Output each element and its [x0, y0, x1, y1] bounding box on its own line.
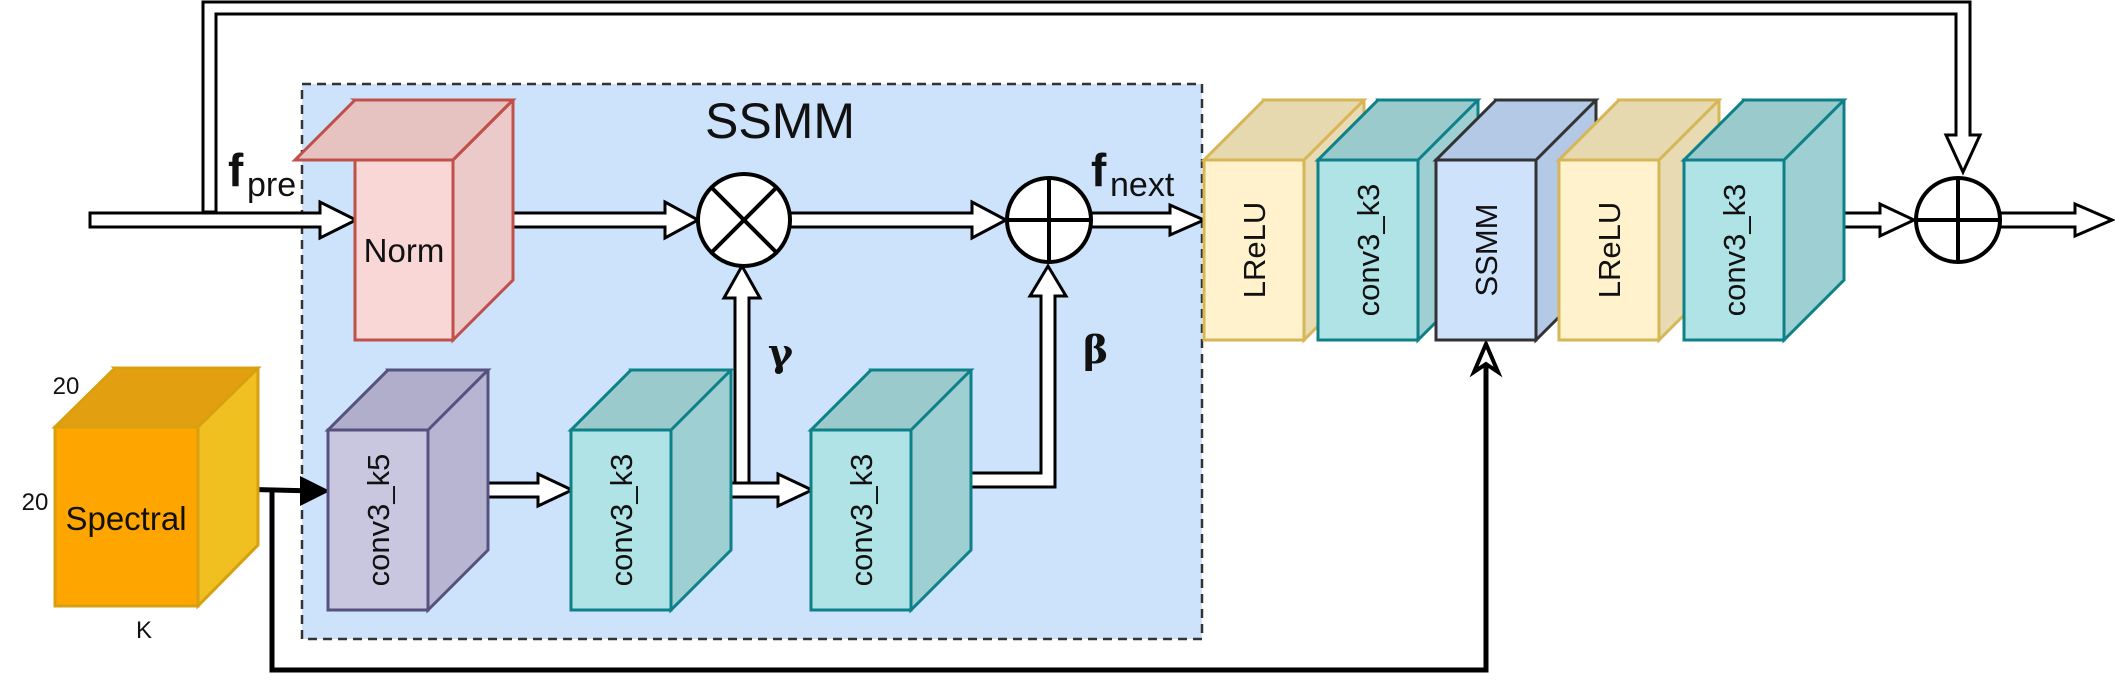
- f-next-sub: next: [1110, 166, 1175, 204]
- conv-k5-block: conv3_k5: [324, 368, 492, 614]
- lrelu-label-2: LReLU: [1592, 202, 1627, 299]
- norm-block: Norm: [291, 98, 517, 344]
- f-pre-label: f pre: [228, 144, 296, 204]
- spectral-block: Spectral 20 20 K: [22, 366, 262, 644]
- ssmm-block: SSMM: [1432, 98, 1600, 344]
- spectral-to-conv-k5-arrowhead: [300, 476, 330, 506]
- lrelu-label-1: LReLU: [1237, 202, 1272, 299]
- conv-k3-block-b: conv3_k3: [807, 368, 975, 614]
- input-arrow: [88, 199, 360, 241]
- conv-k3-block-a: conv3_k3: [567, 368, 735, 614]
- conv-k3-label-d: conv3_k3: [1717, 184, 1752, 317]
- gamma-arrow: [721, 262, 763, 485]
- spectral-to-ssmm-line: [269, 345, 1489, 673]
- conv-k3-label-c: conv3_k3: [1351, 184, 1386, 317]
- f-next-base: f: [1091, 144, 1107, 196]
- gamma-label: γ: [768, 330, 794, 375]
- f-pre-base: f: [228, 144, 244, 196]
- f-next-label: f next: [1091, 144, 1175, 204]
- f-pre-sub: pre: [247, 166, 296, 204]
- conv-k5-label: conv3_k5: [361, 454, 396, 587]
- final-add-operator: [1914, 176, 2002, 264]
- ssmm-block-label: SSMM: [1469, 204, 1504, 297]
- spectral-depth-label: 20: [53, 373, 80, 400]
- outer-skip-connection: [201, 0, 1983, 214]
- conv-k3-label-a: conv3_k3: [604, 454, 639, 587]
- norm-label: Norm: [364, 232, 445, 269]
- beta-label: β: [1083, 327, 1108, 372]
- add-to-lrelu-arrow: [1089, 202, 1208, 238]
- add-operator: [1005, 176, 1093, 264]
- ssmm-region-title: SSMM: [705, 93, 855, 149]
- output-arrow: [1997, 201, 2115, 239]
- spectral-width-label: K: [136, 617, 152, 644]
- conv-k3-block-d: conv3_k3: [1680, 98, 1848, 344]
- multiply-operator: [696, 172, 792, 268]
- spectral-label: Spectral: [65, 500, 186, 537]
- multiply-to-add-arrow: [788, 199, 1010, 241]
- conv-k3-label-b: conv3_k3: [844, 454, 879, 587]
- beta-arrow: [939, 263, 1069, 489]
- spectral-height-label: 20: [22, 489, 49, 516]
- spectral-to-ssmm-arrowhead: [1469, 338, 1503, 378]
